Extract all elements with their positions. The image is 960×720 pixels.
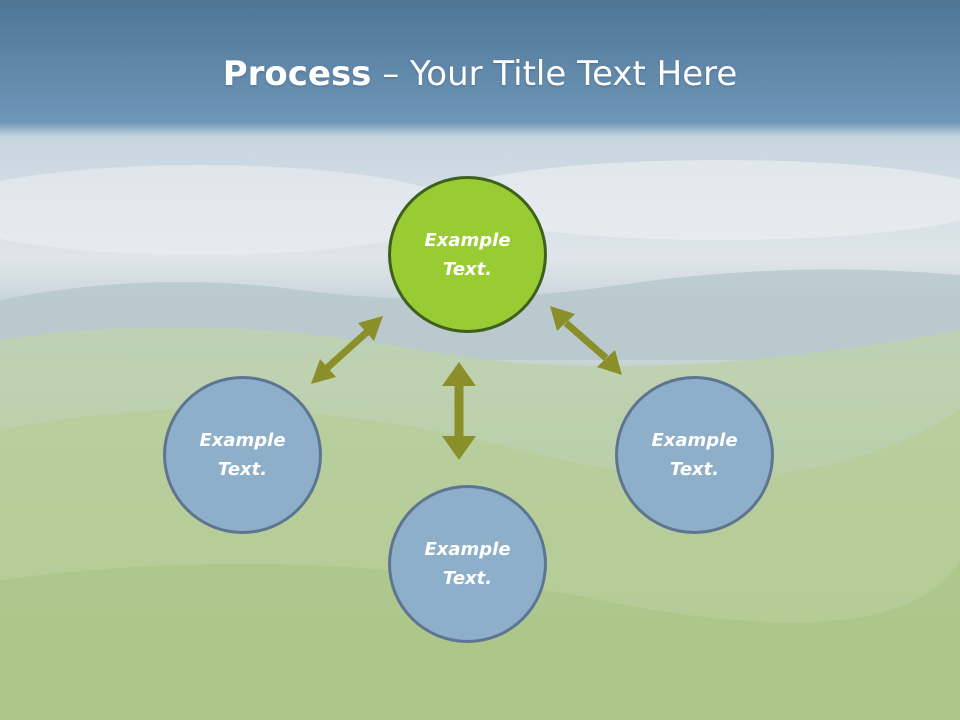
node-bottom-label: Example Text. — [424, 539, 511, 589]
title-rest: – Your Title Text Here — [371, 54, 738, 94]
node-left: Example Text. — [163, 376, 322, 534]
title-bold: Process — [222, 54, 372, 94]
node-top: Example Text. — [388, 176, 547, 333]
node-right-label: Example Text. — [651, 430, 738, 480]
node-top-label: Example Text. — [424, 229, 511, 280]
node-right: Example Text. — [615, 376, 774, 534]
arrow-top-right — [550, 306, 622, 375]
node-bottom: Example Text. — [388, 485, 547, 643]
slide-title: Process – Your Title Text Here — [0, 52, 960, 96]
arrow-vertical — [442, 362, 476, 460]
arrow-top-left — [311, 316, 383, 384]
node-left-label: Example Text. — [199, 430, 286, 480]
